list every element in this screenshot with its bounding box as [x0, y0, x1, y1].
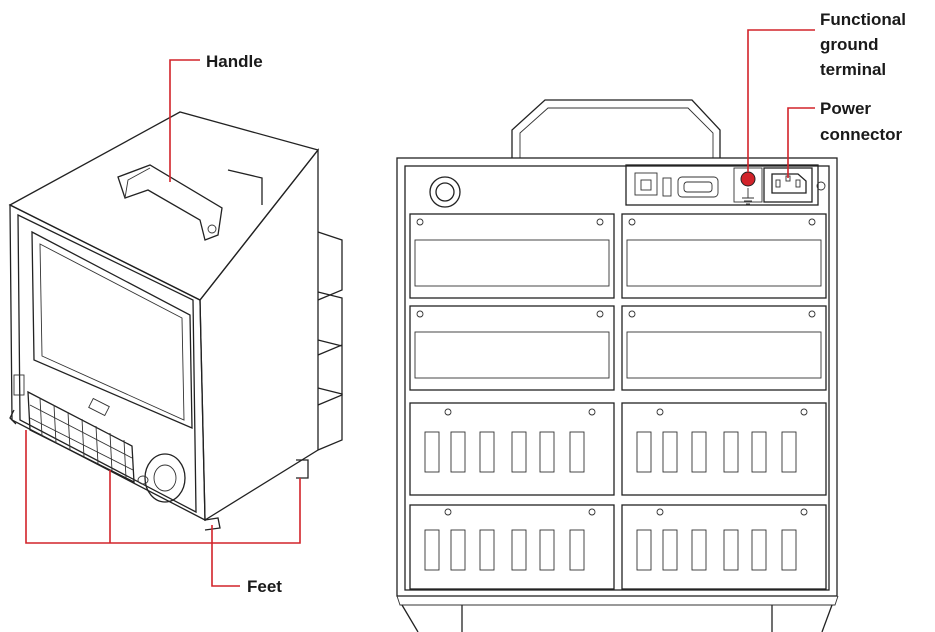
functional-ground-label-line1: Functional	[820, 10, 906, 29]
functional-ground-callout	[747, 29, 815, 172]
power-connector-callout	[787, 107, 815, 178]
handle-label: Handle	[206, 52, 263, 71]
side-modules	[317, 231, 343, 451]
terminal-blocks	[409, 402, 827, 590]
recorder-front-view	[8, 111, 343, 531]
feet-callout	[25, 430, 301, 587]
blank-slot-plates	[409, 213, 827, 391]
power-connector-label-line1: Power	[820, 99, 871, 118]
handle-callout	[169, 59, 200, 182]
keypad	[27, 390, 135, 484]
handle-shape	[117, 164, 223, 241]
functional-ground-label-line2: ground	[820, 35, 879, 54]
navigation-dial	[137, 453, 186, 503]
recorder-rear-view	[396, 99, 839, 632]
power-connector-label-line2: connector	[820, 125, 903, 144]
feet-label: Feet	[247, 577, 282, 596]
ground-icon	[742, 188, 754, 205]
functional-ground-label-line3: terminal	[820, 60, 886, 79]
